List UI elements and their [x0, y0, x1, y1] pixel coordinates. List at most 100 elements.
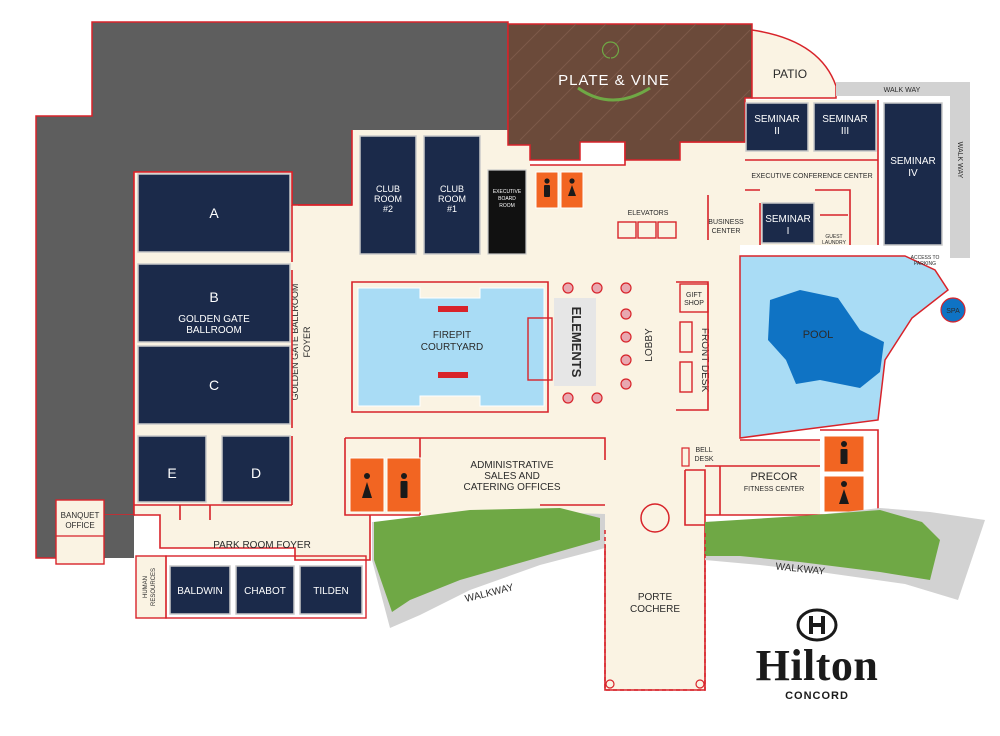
club-room-1-label-2: ROOM	[438, 194, 466, 204]
business-center-label-1: BUSINESS	[708, 219, 744, 226]
seminar-i-label-1: SEMINAR	[765, 214, 811, 225]
restaurant-hatch	[509, 23, 751, 141]
porte-roundabout	[640, 503, 670, 533]
club-room-2[interactable]	[359, 135, 417, 255]
walkway-right-label: WALKWAY	[775, 561, 826, 577]
front-desk-label: FRONT DESK	[699, 328, 710, 393]
hr-label-1: HUMAN	[143, 576, 149, 598]
patio	[751, 29, 837, 99]
front-desk[interactable]	[679, 321, 693, 353]
elevator-cars	[617, 221, 677, 239]
tilden-label: TILDEN	[313, 586, 349, 597]
hilton-logo: Hilton CONCORD	[742, 608, 892, 702]
seminar-iv-label-2: IV	[908, 168, 918, 179]
porte-corner-right	[695, 679, 705, 689]
patio-label: PATIO	[773, 67, 807, 81]
foyer-label-1: GOLDEN GATE BALLROOM	[290, 284, 300, 401]
ballroom-a-label: A	[209, 205, 219, 221]
fitness-walls	[705, 429, 879, 516]
firepit-label-1: FIREPIT	[433, 330, 471, 341]
room-e[interactable]	[137, 435, 207, 503]
firepit-courtyard-outline	[351, 281, 549, 413]
porte-cochere-outline	[604, 530, 706, 691]
park-rooms-outline	[165, 555, 367, 619]
seminar-iv[interactable]	[883, 102, 943, 246]
ballroom-b[interactable]	[137, 263, 291, 343]
room-e-label: E	[167, 465, 176, 481]
firepit-courtyard[interactable]	[357, 287, 545, 407]
porte-entry-walls	[684, 469, 706, 526]
club-room-1[interactable]	[423, 135, 481, 255]
exec-board-label-1: EXECUTIVE	[493, 189, 522, 195]
bell-desk[interactable]	[681, 447, 690, 467]
room-d[interactable]	[221, 435, 291, 503]
room-d-label: D	[251, 465, 261, 481]
porte-label-2: COCHERE	[630, 604, 680, 615]
porte-corner-left	[605, 679, 615, 689]
seminar-i[interactable]	[761, 202, 815, 244]
brand-name: Hilton	[755, 641, 879, 690]
walkway-top-label: WALK WAY	[884, 87, 921, 94]
hr-label-2: RESOURCES	[151, 568, 157, 606]
gift-shop-label-2: SHOP	[684, 300, 704, 307]
guest-laundry-label-1: GUEST	[825, 234, 842, 240]
pool-label: POOL	[803, 329, 834, 341]
firepit-label-2: COURTYARD	[421, 342, 483, 353]
spa[interactable]	[940, 297, 966, 323]
exec-board-label-2: BOARD	[498, 196, 516, 202]
pool[interactable]	[768, 290, 884, 388]
elements-label: ELEMENTS	[569, 307, 584, 378]
seminar-iii[interactable]	[813, 102, 877, 152]
lawn-left	[374, 508, 600, 612]
executive-board-room[interactable]	[487, 169, 527, 255]
ballroom-a[interactable]	[137, 173, 291, 253]
walkway-top-right	[836, 82, 970, 258]
baldwin-room[interactable]	[169, 565, 231, 615]
banquet-label-2: OFFICE	[65, 521, 94, 530]
restroom-admin-icon	[362, 473, 408, 498]
precor-label-1: PRECOR	[750, 471, 797, 483]
ballroom-b-label: B	[209, 289, 218, 305]
elements-bar[interactable]	[554, 298, 596, 386]
baldwin-label: BALDWIN	[177, 586, 223, 597]
restaurant-plate-vine	[507, 23, 753, 161]
seminar-iii-label-2: III	[841, 126, 849, 137]
ballroom-c[interactable]	[137, 345, 291, 425]
restroom-icon	[544, 178, 576, 197]
parking-lot-lower	[104, 515, 134, 558]
bell-desk-label-2: DESK	[694, 456, 713, 463]
foyer-walls	[134, 204, 352, 520]
exec-conf-walls	[707, 159, 878, 245]
spa-label: SPA	[946, 308, 960, 315]
human-resources[interactable]	[135, 555, 167, 619]
foyer-label-2: FOYER	[302, 326, 312, 358]
porte-label-1: PORTE	[638, 592, 673, 603]
club-room-1-label-1: CLUB	[440, 184, 464, 194]
access-parking-label-1: ACCESS TO	[911, 255, 940, 261]
lobby-right-wall	[676, 281, 709, 411]
seminar-iv-label-1: SEMINAR	[890, 156, 936, 167]
access-parking-label-2: PARKING	[914, 261, 936, 267]
chabot-room[interactable]	[235, 565, 295, 615]
seminar-iii-label-1: SEMINAR	[822, 114, 868, 125]
admin-label-3: CATERING OFFICES	[463, 482, 560, 493]
banquet-office[interactable]	[55, 499, 105, 565]
hilton-h-icon	[796, 608, 838, 642]
firepit-bottom-icon	[438, 372, 468, 378]
firepit-top-icon	[438, 306, 468, 312]
vine-logo-icon	[577, 41, 651, 102]
admin-label-2: SALES AND	[484, 471, 540, 482]
lawn-right	[705, 510, 940, 580]
ballroom-c-label: C	[209, 377, 219, 393]
tilden-room[interactable]	[299, 565, 363, 615]
brand-location: CONCORD	[785, 690, 849, 702]
gift-shop[interactable]	[679, 283, 709, 313]
exec-board-label-3: ROOM	[499, 203, 515, 209]
club-room-2-label-1: CLUB	[376, 184, 400, 194]
gift-shop-label-1: GIFT	[686, 292, 703, 299]
seminar-ii[interactable]	[745, 102, 809, 152]
seminar-i-label-2: I	[787, 226, 790, 237]
admin-label-1: ADMINISTRATIVE	[470, 460, 553, 471]
seminar-ii-label-2: II	[774, 126, 780, 137]
admin-walls	[344, 437, 606, 516]
